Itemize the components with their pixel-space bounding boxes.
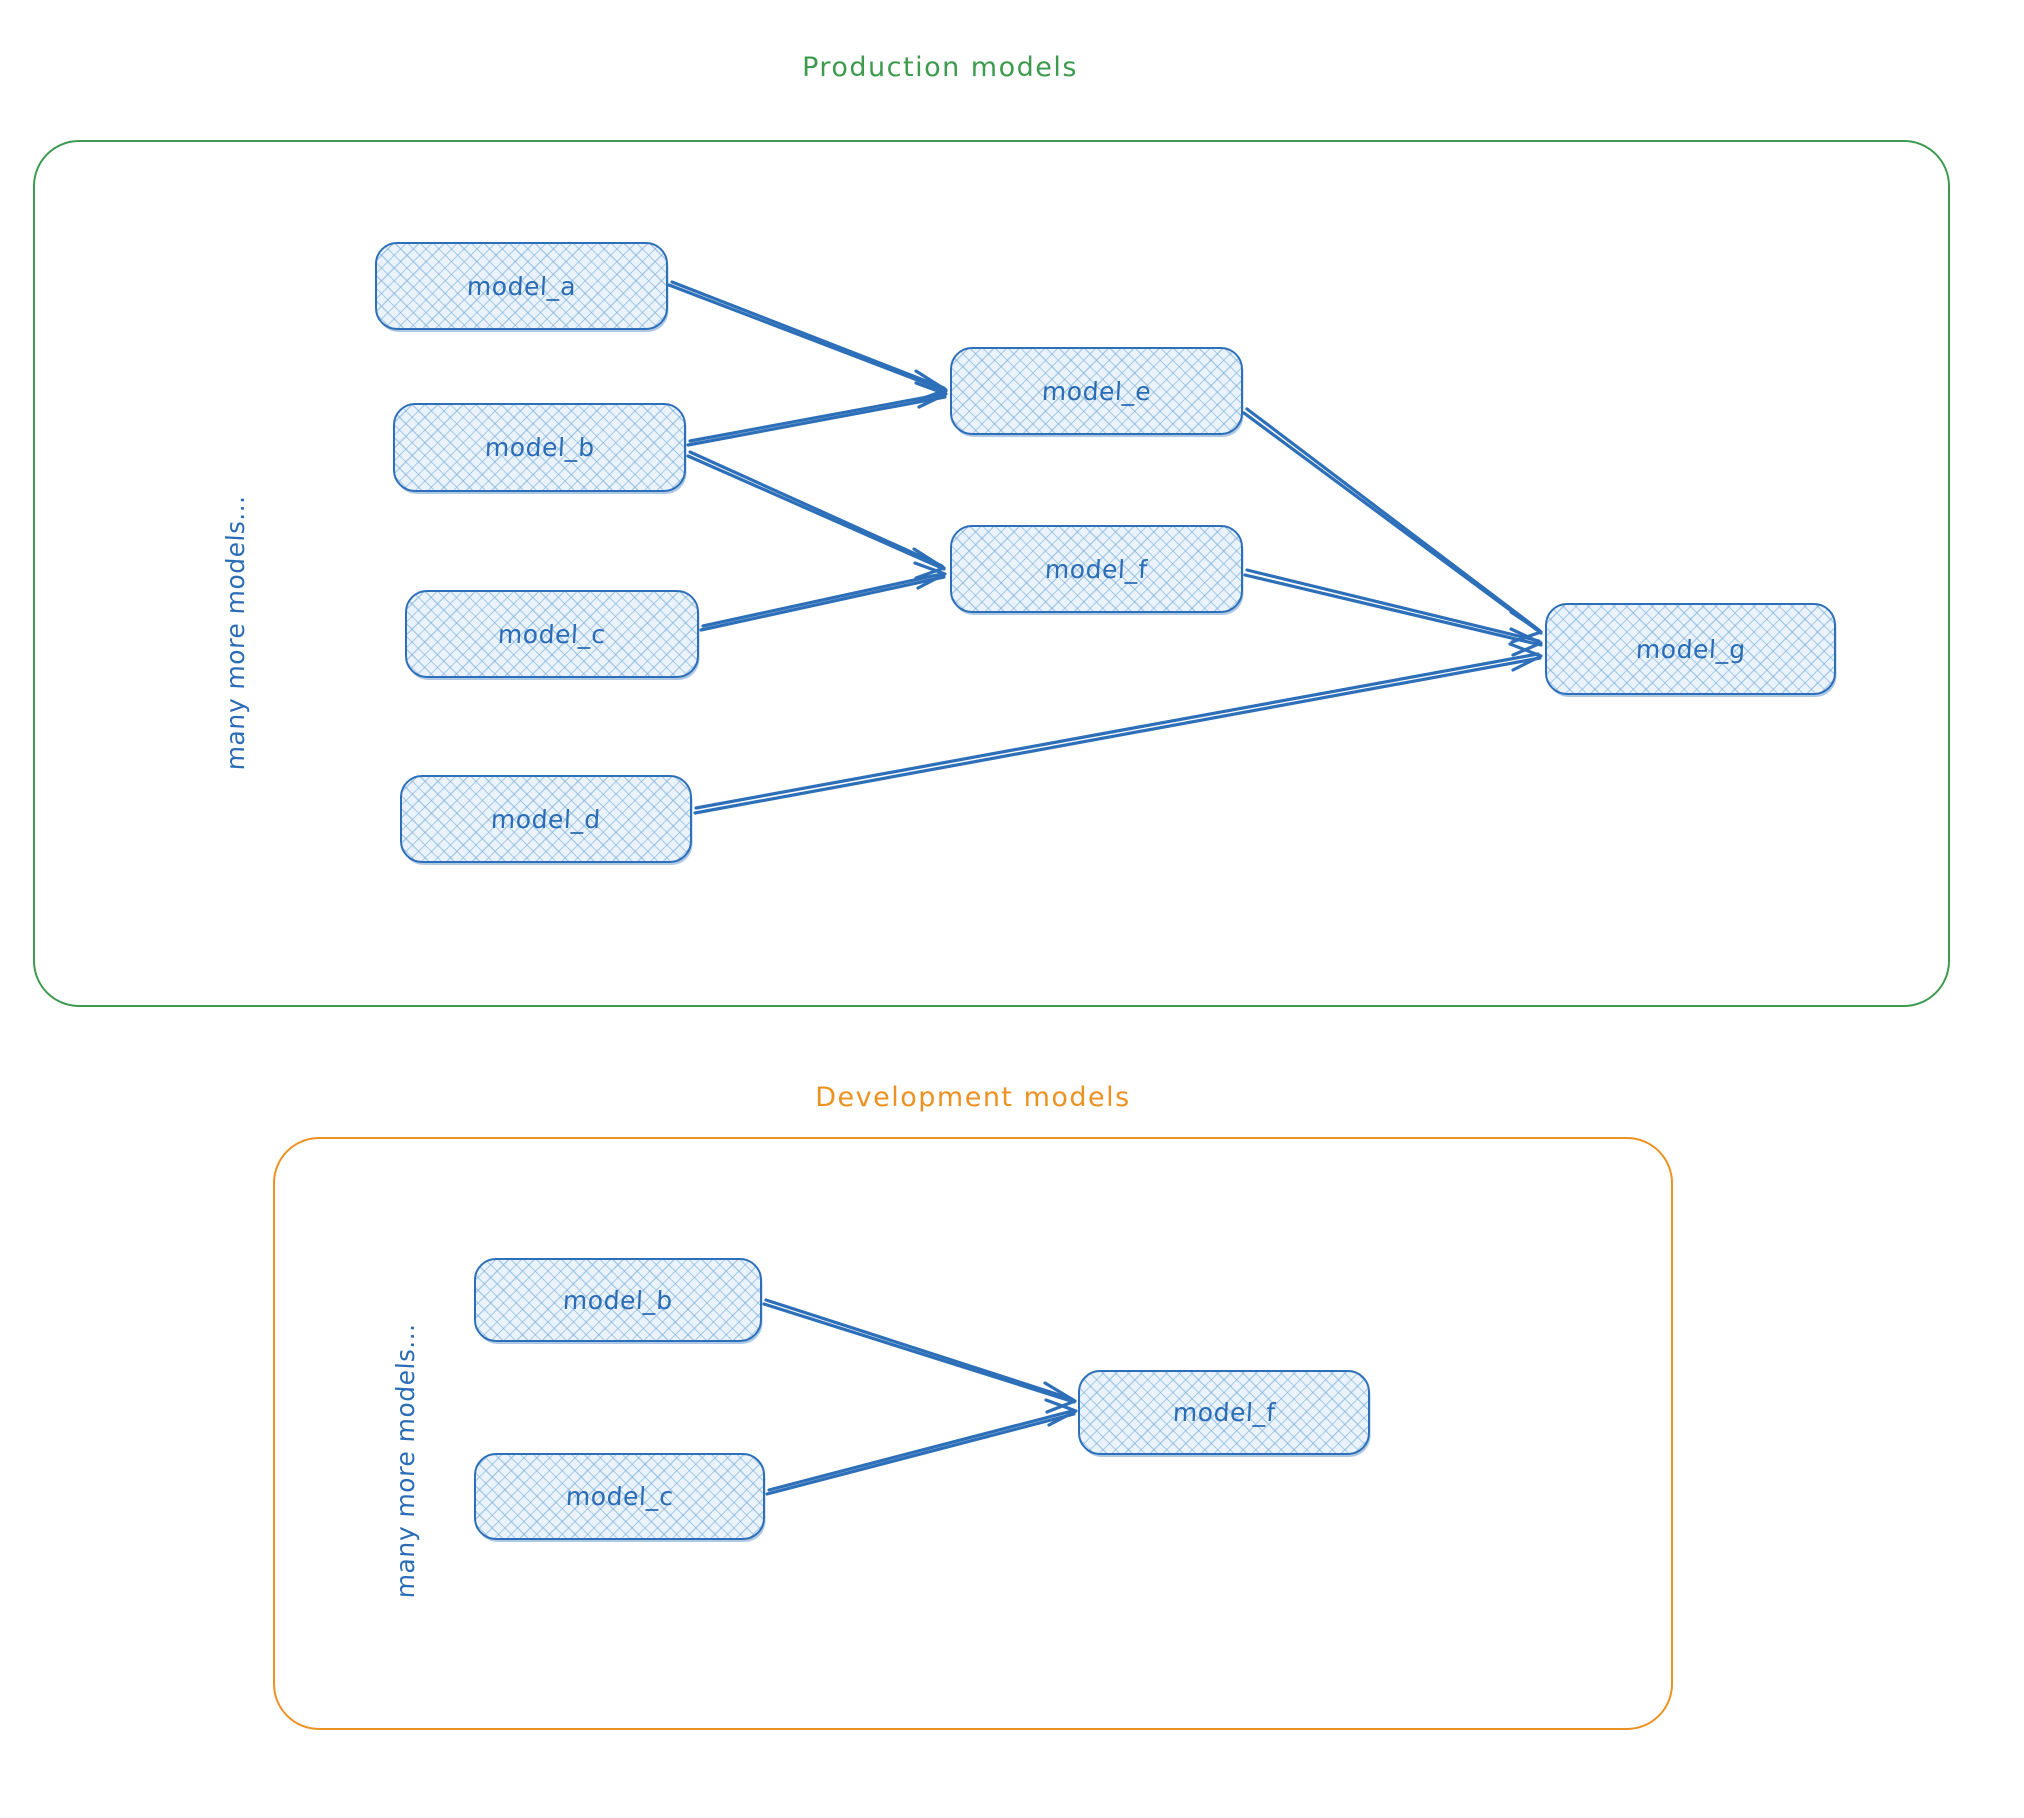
development-group-title: Development models xyxy=(815,1082,1131,1113)
production-group-box xyxy=(33,140,1950,1007)
development-group-box xyxy=(273,1137,1673,1730)
development-many-more-models-note: many more models... xyxy=(391,1322,420,1599)
node-prod-model-d[interactable]: model_d xyxy=(400,775,692,863)
node-label: model_f xyxy=(1171,1398,1277,1427)
production-many-more-models-note: many more models... xyxy=(221,494,250,771)
node-prod-model-b[interactable]: model_b xyxy=(393,403,686,492)
node-prod-model-a[interactable]: model_a xyxy=(375,242,668,330)
node-label: model_b xyxy=(483,433,596,462)
production-group-title: Production models xyxy=(802,52,1078,83)
node-dev-model-b[interactable]: model_b xyxy=(474,1258,762,1342)
node-label: model_d xyxy=(490,804,602,834)
node-prod-model-e[interactable]: model_e xyxy=(950,347,1243,435)
node-label: model_f xyxy=(1044,554,1149,584)
node-label: model_c xyxy=(564,1482,675,1511)
node-label: model_e xyxy=(1041,376,1152,406)
node-prod-model-f[interactable]: model_f xyxy=(950,525,1243,613)
node-label: model_a xyxy=(466,271,577,301)
node-dev-model-c[interactable]: model_c xyxy=(474,1453,765,1540)
node-label: model_c xyxy=(497,619,607,649)
node-prod-model-g[interactable]: model_g xyxy=(1545,603,1836,695)
node-dev-model-f[interactable]: model_f xyxy=(1078,1370,1370,1455)
node-prod-model-c[interactable]: model_c xyxy=(405,590,699,678)
node-label: model_g xyxy=(1634,634,1747,664)
node-label: model_b xyxy=(562,1285,674,1315)
